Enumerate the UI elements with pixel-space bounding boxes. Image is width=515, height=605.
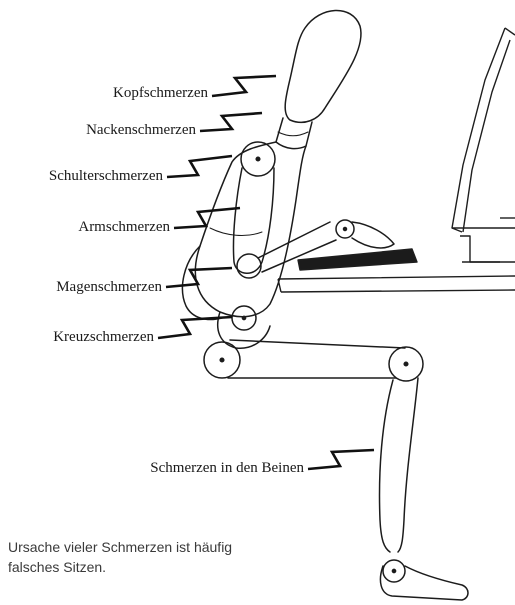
pointer-shoulder bbox=[167, 156, 232, 177]
mannequin-lower-leg bbox=[380, 378, 418, 552]
pointer-neck bbox=[200, 113, 262, 131]
label-magenschmerzen: Magenschmerzen bbox=[56, 279, 162, 295]
caption-line-1: Ursache vieler Schmerzen ist häufig bbox=[8, 537, 208, 557]
mannequin-head bbox=[285, 10, 361, 122]
monitor bbox=[452, 28, 515, 262]
label-armschmerzen: Armschmerzen bbox=[78, 219, 170, 235]
pointer-lower-back bbox=[158, 317, 232, 338]
caption: Ursache vieler Schmerzen ist häufig fals… bbox=[8, 537, 208, 577]
mannequin-thigh bbox=[228, 340, 405, 378]
label-kopfschmerzen: Kopfschmerzen bbox=[113, 85, 208, 101]
mannequin bbox=[182, 10, 468, 600]
desk-group bbox=[278, 28, 515, 292]
label-kreuzschmerzen: Kreuzschmerzen bbox=[53, 329, 154, 345]
keyboard bbox=[298, 249, 417, 270]
label-schmerzen-in-den-beinen: Schmerzen in den Beinen bbox=[150, 460, 304, 476]
caption-line-2: falsches Sitzen. bbox=[8, 557, 208, 577]
desk-top bbox=[278, 276, 515, 292]
pointer-head bbox=[212, 76, 276, 96]
pointer-stomach bbox=[166, 268, 232, 287]
pointer-legs bbox=[308, 450, 374, 469]
label-schulterschmerzen: Schulterschmerzen bbox=[49, 168, 164, 184]
label-nackenschmerzen: Nackenschmerzen bbox=[86, 122, 196, 138]
mannequin-hand bbox=[352, 222, 394, 248]
